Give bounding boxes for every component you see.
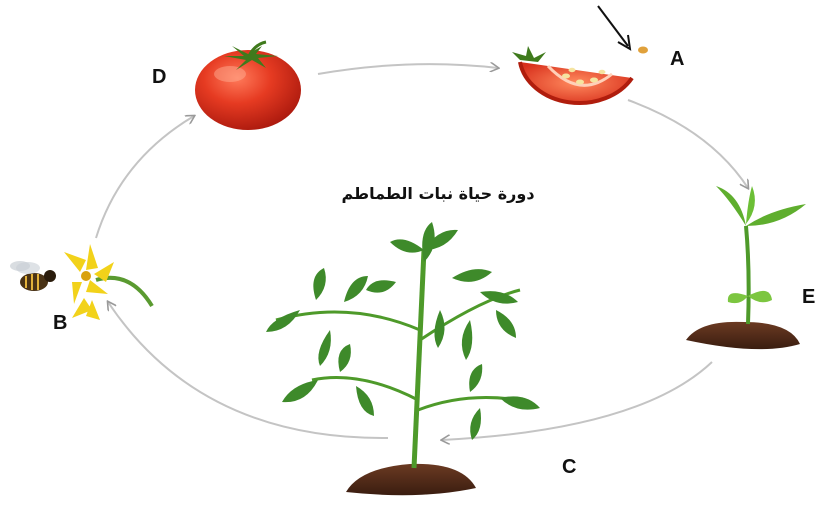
diagram-title: دورة حياة نبات الطماطم (318, 184, 558, 203)
arrow-b-to-d (96, 116, 194, 238)
arrow-a-to-e (628, 100, 748, 188)
arrow-c-to-b (108, 302, 388, 438)
stage-label-d: D (152, 66, 166, 89)
flower-bee-image (10, 244, 152, 320)
stage-label-c: C (562, 456, 576, 479)
arrow-d-to-a (318, 64, 498, 74)
tomato-plant-image (266, 222, 540, 495)
stage-label-b: B (53, 312, 67, 335)
tomato-slice-image (512, 6, 648, 103)
stage-label-a: A (670, 48, 684, 71)
seed-pointer-arrow (598, 6, 628, 46)
seed-image (638, 47, 648, 54)
ripe-tomato-image (195, 42, 301, 130)
stage-label-e: E (802, 286, 815, 309)
seedling-image (686, 186, 806, 349)
arrow-e-to-c (442, 362, 712, 440)
